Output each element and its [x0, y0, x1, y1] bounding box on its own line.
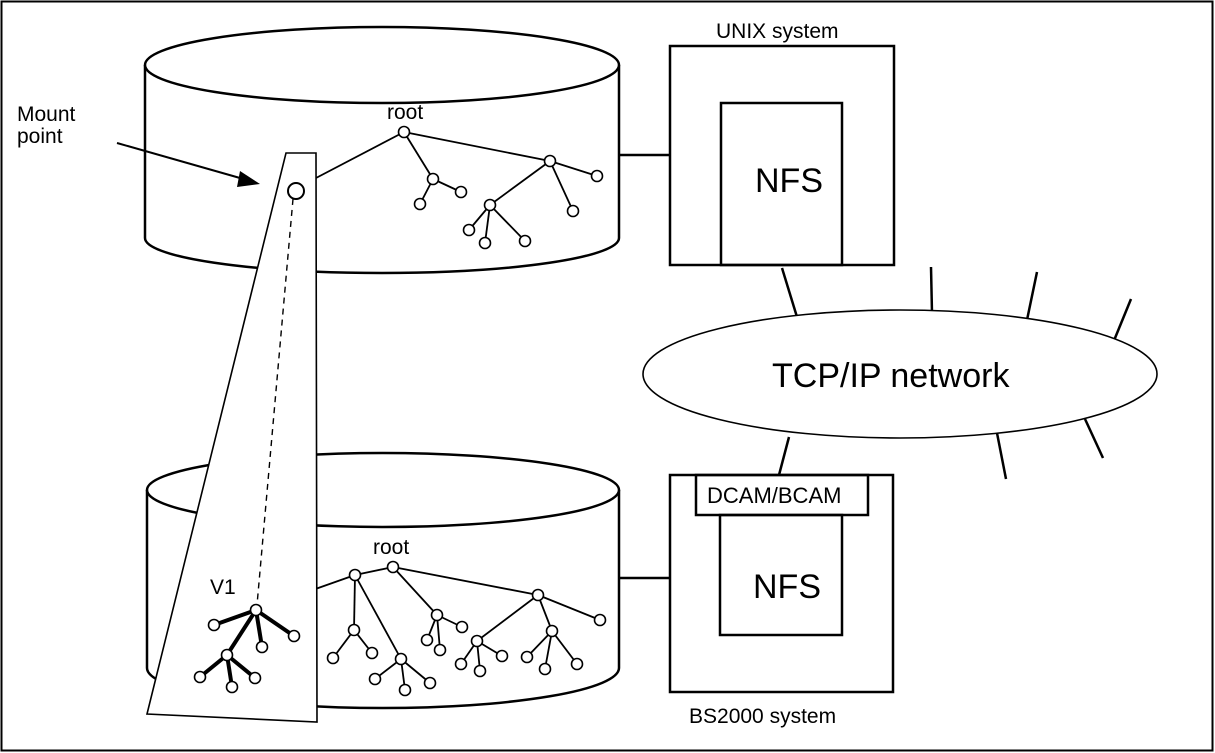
mount-dashed-line	[256, 198, 294, 606]
tcpip-network	[642, 266, 1158, 480]
unix-system-label: UNIX system	[716, 20, 839, 43]
bs2000-system-box	[668, 473, 895, 694]
nfs-label-top: NFS	[755, 162, 823, 200]
tcpip-network-label: TCP/IP network	[772, 357, 1010, 395]
root-label-top: root	[387, 101, 423, 124]
unix-directory-tree	[315, 125, 604, 250]
dcam-bcam-label: DCAM/BCAM	[707, 483, 841, 508]
mount-wedge	[145, 152, 318, 723]
mount-point-node	[287, 182, 305, 200]
nfs-label-bottom: NFS	[753, 568, 821, 606]
bs2000-directory-tree	[255, 560, 607, 697]
mount-point-label-line2: point	[17, 125, 63, 148]
unix-disk	[143, 25, 621, 275]
mount-arrow	[116, 142, 260, 187]
v1-label: V1	[210, 576, 236, 599]
mount-point-label-line1: Mount	[17, 103, 76, 126]
v1-subtree	[193, 603, 301, 694]
bs2000-system-label: BS2000 system	[689, 705, 836, 728]
root-label-bottom: root	[373, 536, 409, 559]
